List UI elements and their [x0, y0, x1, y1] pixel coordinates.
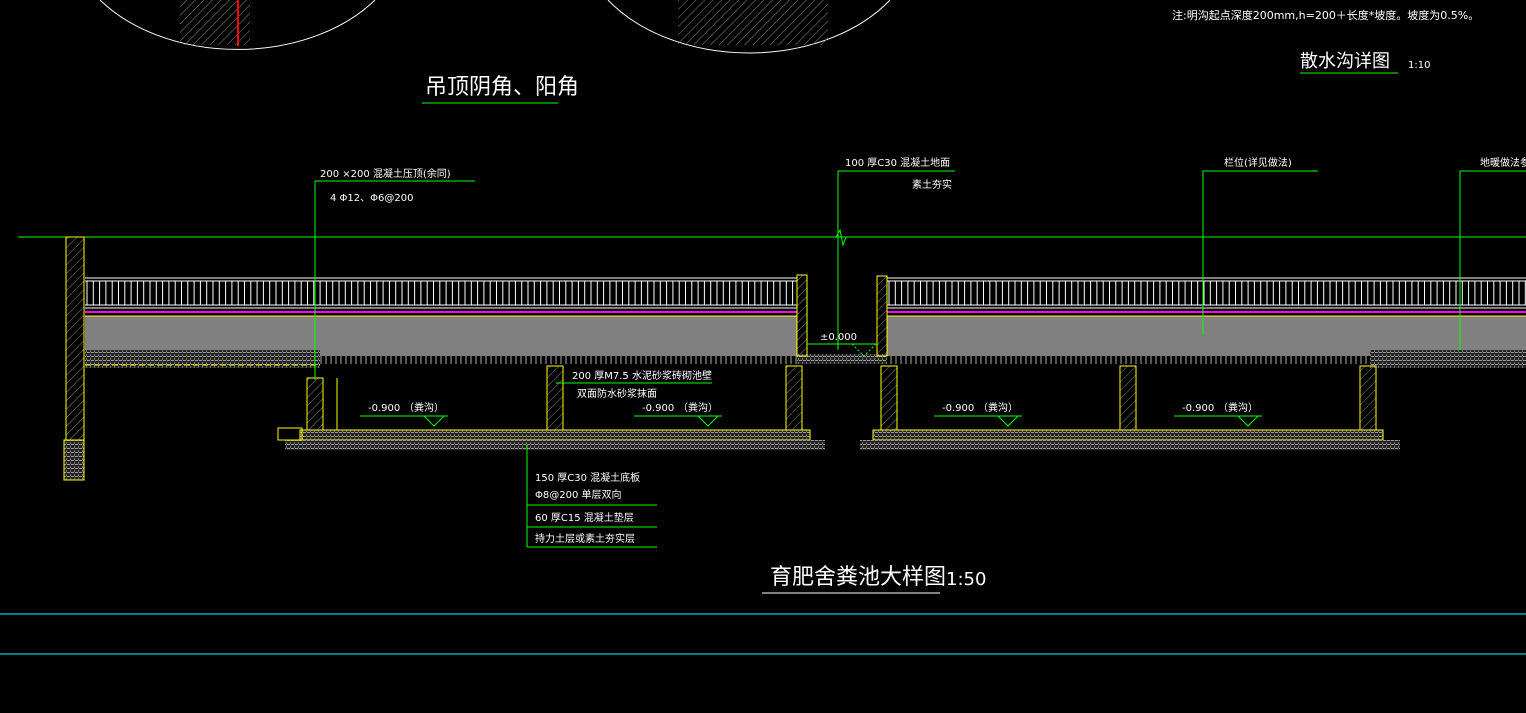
manure-pit-left: [277, 365, 825, 450]
pit-level-mark: -0.900 （粪沟）: [934, 401, 1022, 427]
pit-wall-callout: 200 厚M7.5 水泥砂浆砖砌池壁: [572, 369, 712, 382]
coping-callout: 200 ×200 混凝土压顶(余同): [320, 167, 451, 180]
drain-title: 散水沟详图: [1300, 51, 1390, 72]
pit-wall-finish-callout: 双面防水砂浆抹面: [577, 387, 657, 400]
base-rebar-callout: Φ8@200 单层双向: [535, 488, 622, 501]
stall-railing-right: [887, 277, 1526, 309]
pit-level-value: -0.900: [942, 403, 974, 414]
floor-slab-left: [85, 316, 797, 356]
coping-rebar-callout: 4 Φ12、Φ6@200: [330, 193, 413, 204]
heating-callout: 地暖做法参: [1480, 156, 1526, 169]
leader-lines: [314, 170, 1526, 548]
pit-level-value: -0.900: [642, 403, 674, 414]
grating-right: [887, 356, 1370, 364]
pit-level-label: （粪沟）: [678, 401, 718, 414]
stall-callout: 栏位(详见做法): [1224, 156, 1292, 169]
pit-level-mark: -0.900 （粪沟）: [360, 401, 448, 427]
floor-callout: 100 厚C30 混凝土地面: [845, 156, 950, 169]
drain-scale: 1:10: [1408, 60, 1430, 71]
pit-level-value: -0.900: [368, 403, 400, 414]
main-title: 育肥舍粪池大样图: [770, 565, 946, 590]
pit-level-mark: -0.900 （粪沟）: [1174, 401, 1262, 427]
cushion-callout: 60 厚C15 混凝土垫层: [535, 511, 634, 524]
pit-level-value: -0.900: [1182, 403, 1214, 414]
pit-level-label: （粪沟）: [1218, 401, 1258, 414]
elevation-zero: ±0.000: [820, 332, 857, 343]
manure-pit-right: [860, 365, 1400, 450]
grating-left: [320, 356, 797, 364]
ceiling-corner-details: [99, 0, 891, 54]
stall-railing-left: [85, 277, 797, 309]
drain-note: 注:明沟起点深度200mm,h=200＋长度*坡度。坡度为0.5%。: [1172, 8, 1479, 22]
exterior-wall: [65, 236, 85, 441]
bearing-callout: 持力土层或素土夯实层: [535, 532, 635, 545]
pit-level-label: （粪沟）: [404, 401, 444, 414]
base-slab-callout: 150 厚C30 混凝土底板: [535, 471, 640, 484]
ceiling-title: 吊顶阴角、阳角: [425, 75, 579, 100]
pit-level-mark: -0.900 （粪沟）: [634, 401, 722, 427]
main-scale: 1:50: [946, 569, 986, 590]
floor-base-callout: 素土夯实: [912, 178, 952, 191]
pit-level-label: （粪沟）: [978, 401, 1018, 414]
floor-slab-right: [887, 316, 1526, 356]
